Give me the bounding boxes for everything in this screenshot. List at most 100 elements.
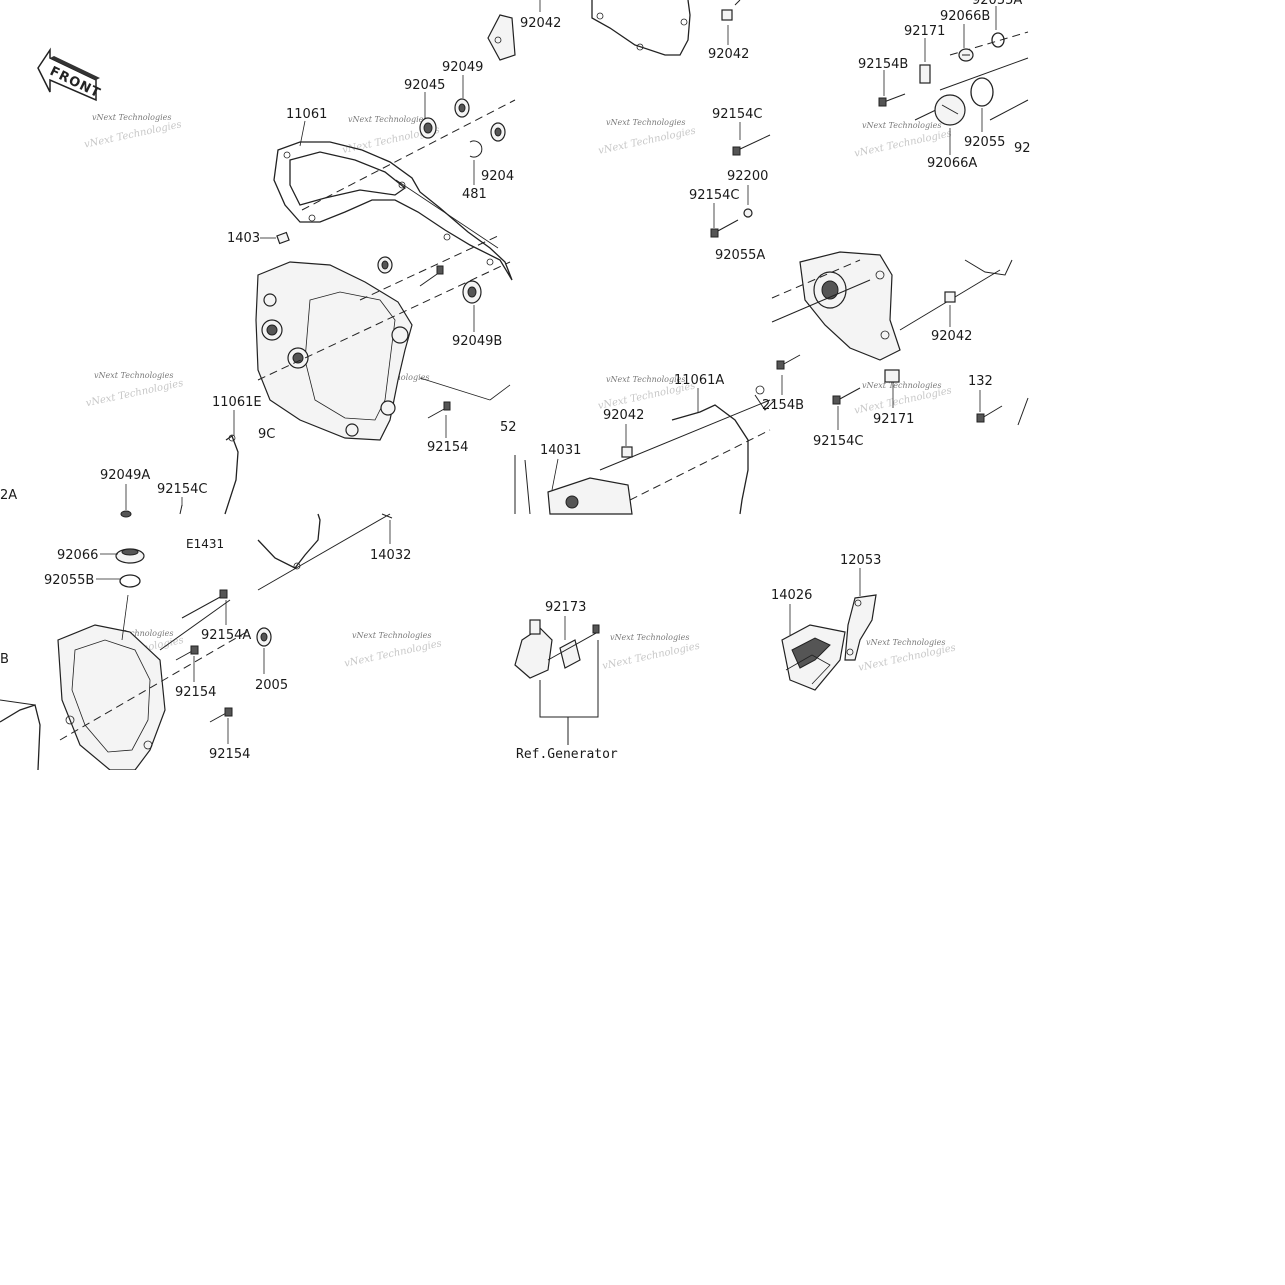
part-label: 92042: [603, 408, 644, 423]
oring-92055: [970, 77, 994, 107]
part-label: 92173: [545, 600, 586, 615]
part-label: 92154: [209, 747, 250, 762]
plug-92066B: [958, 48, 974, 62]
top-middle-panel: [591, 0, 771, 238]
left-middle-panel: [120, 434, 239, 518]
part-label: 92: [1014, 141, 1031, 156]
part-label: B: [0, 652, 9, 667]
part-label: 92055A: [972, 0, 1022, 8]
plug-92066A: [934, 94, 966, 126]
generator-ref-panel: [514, 619, 600, 745]
watermark: vNext Technologies: [862, 121, 941, 130]
part-label: 92154B: [858, 57, 908, 72]
part-label: 92171: [873, 412, 914, 427]
watermark: vNext Technologies: [606, 118, 685, 127]
part-label: 92055B: [44, 573, 94, 588]
part-label: 92045: [404, 78, 445, 93]
part-label: 92066: [57, 548, 98, 563]
sensor-92173: [514, 627, 553, 679]
part-label: 11061A: [674, 373, 724, 388]
watermark: vNext Technologies: [343, 638, 442, 669]
part-label: 92154: [427, 440, 468, 455]
bolt-92154B: [878, 93, 906, 107]
part-label: 11061: [286, 107, 327, 122]
watermark: vNext Technologies: [853, 128, 952, 159]
part-label: 92042: [931, 329, 972, 344]
part-label: 9C: [258, 427, 275, 442]
part-label: 92049: [442, 60, 483, 75]
bottom-left-panel: [0, 513, 393, 771]
dowel-92042: [621, 446, 633, 458]
watermark: vNext Technologies: [348, 115, 427, 124]
watermark: vNext Technologies: [866, 638, 945, 647]
part-label: 14031: [540, 443, 581, 458]
leader-lines: [96, 0, 997, 744]
part-label: 92154: [175, 685, 216, 700]
bolt-92154C: [832, 387, 861, 405]
plug-92066: [115, 548, 145, 564]
watermark: vNext Technologies: [352, 631, 431, 640]
part-label: 2005: [255, 678, 288, 693]
watermark: vNext Technologies: [862, 381, 941, 390]
part-label: 92049B: [452, 334, 502, 349]
part-label: E1431: [186, 537, 224, 551]
bolt-92154B: [776, 354, 801, 370]
part-label: 52: [500, 420, 517, 435]
part-label: 92049A: [100, 468, 150, 483]
part-labels: 92042 92042 92055A 92171 92066B 92154B 9…: [0, 0, 1031, 762]
part-label: 11061E: [212, 395, 262, 410]
watermark: vNext Technologies: [597, 125, 696, 156]
part-label: 92154C: [712, 107, 762, 122]
watermark: vNext Technologies: [92, 113, 171, 122]
part-label: 92042: [708, 47, 749, 62]
front-arrow-icon: FRONT: [37, 47, 103, 101]
plate-12053: [844, 594, 877, 661]
bolt-92154: [427, 401, 451, 419]
part-label: 92055: [964, 135, 1005, 150]
oring-92055B: [119, 574, 141, 588]
watermark: vNext Technologies: [610, 633, 689, 642]
part-label: 2154B: [762, 398, 804, 413]
bolt-132: [976, 405, 1003, 423]
part-label: 9204: [481, 169, 514, 184]
part-label: 92042: [520, 16, 561, 31]
bolt-92154C: [710, 219, 739, 238]
watermark: vNext Technologies: [94, 371, 173, 380]
generator-cover-panel: [514, 251, 1029, 515]
clutch-outer-cover: [57, 624, 166, 771]
part-label: 92200: [727, 169, 768, 184]
dowel-92042: [721, 9, 733, 21]
watermark: vNext Technologies: [601, 641, 700, 672]
ref-generator-label: Ref.Generator: [516, 747, 618, 762]
bolt-92154: [209, 707, 233, 723]
cover-14031: [547, 477, 633, 515]
bolt-92154: [175, 645, 199, 661]
part-label: 92154A: [201, 628, 251, 643]
gasket-11061: [273, 141, 513, 281]
watermark: vNext Technologies: [83, 119, 182, 150]
part-label: 92154C: [813, 434, 863, 449]
watermark: vNext Technologies: [94, 629, 173, 638]
gasket-11061A: [671, 404, 749, 515]
ref-bracket: [539, 640, 599, 718]
watermark: vNext Technologies: [857, 642, 956, 673]
part-label: 2A: [0, 488, 17, 503]
clip-92171: [884, 369, 900, 383]
part-label: 92066A: [927, 156, 977, 171]
dowel-92042: [944, 291, 956, 303]
bolt: [419, 265, 444, 287]
part-label: 12053: [840, 553, 881, 568]
oring-92055A: [991, 32, 1005, 48]
part-label: 132: [968, 374, 993, 389]
part-label: 14032: [370, 548, 411, 563]
generator-cover: [799, 251, 901, 361]
part-label: 92171: [904, 24, 945, 39]
watermark: vNext Technologies: [85, 378, 184, 409]
part-label: 92154C: [689, 188, 739, 203]
part-label: 92154C: [157, 482, 207, 497]
chain-guard-panel: [781, 594, 877, 691]
gasket-11061E: [224, 435, 239, 515]
bolt-92154A: [181, 589, 228, 619]
watermark: vNext Technologies: [606, 375, 685, 384]
top-right-panel: [734, 0, 1029, 126]
